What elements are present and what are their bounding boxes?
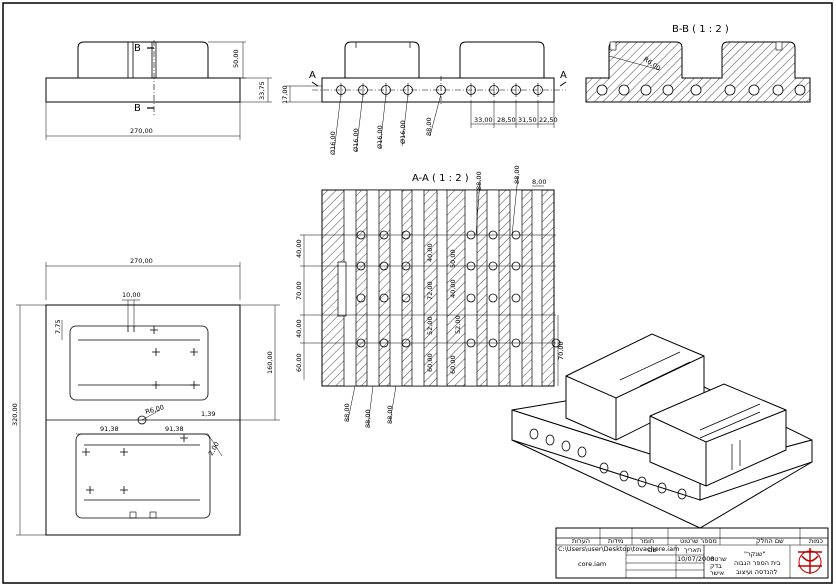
dim-aa-bottom-1: 88,00 [343,403,351,422]
dim-top-inner-height: 160,00 [266,351,274,374]
tb-role-checked: בדק [710,562,722,570]
tb-header-dimensions: מידות [608,537,623,545]
dim-spacing-3: 31,50 [518,116,537,124]
dim-aa-left-2: 70,00 [295,281,303,300]
tb-header-drawing-no: מספר שרטוט [680,537,717,545]
tb-school-line1: "שנקר" [744,550,766,558]
dim-top-radius: R6,00 [144,403,164,416]
isometric-view [511,333,813,529]
dim-spacing-4: 22,50 [539,116,558,124]
tb-school-line2: בית הספר הגבוה [734,559,781,567]
dim-aa-top-3: 8,00 [532,178,546,186]
cut-label-b-top: B [134,43,141,54]
school-logo [798,548,822,574]
dim-hole-diam-2: Ø16,00 [352,128,360,152]
cut-label-a-right: A [560,70,567,81]
dim-aa-bottom-2: 88,00 [364,409,372,428]
dim-aa-left-3: 40,00 [295,319,303,338]
section-bb: B-B ( 1 : 2 ) R6,00 [585,24,811,103]
dim-top-slot-width: 10,00 [122,291,141,299]
dim-hole-diam-4: Ø16,00 [399,120,407,144]
dim-top-half-right: 91,38 [165,425,184,433]
dim-top-corner: 2,00 [207,440,221,457]
tb-file-path: C:\Users\user\Desktop\tovachore.iam [558,545,679,553]
dim-aa-inner-4: 40,00 [449,279,457,298]
dim-hole-depth: 88,00 [425,117,433,136]
dim-aa-left-4: 60,00 [295,353,303,372]
cut-label-a-left: A [309,70,316,81]
dim-aa-inner-5: 52,00 [454,315,462,334]
dim-aa-top-2: 88,00 [513,165,521,184]
dim-top-total-width: 270,00 [130,257,153,265]
dim-hole-diam-1: Ø16,00 [329,131,337,155]
dim-hole-diam-3: Ø16,00 [376,125,384,149]
dim-aa-inner-3: 50,00 [449,249,457,268]
section-aa: A-A ( 1 : 2 ) [295,165,565,428]
tb-header-material: חומר [640,537,654,545]
dim-front-width: 270,00 [130,127,153,135]
dim-spacing-2: 28,50 [497,116,516,124]
section-aa-title: A-A ( 1 : 2 ) [412,173,469,184]
dim-aa-left-1: 40,00 [295,239,303,258]
tb-file-name: core.iam [578,560,606,568]
tb-header-qty: כמות [809,537,823,545]
tb-date-label: תאריך [684,546,701,554]
side-view: A A 17,00 Ø16,00 Ø16,00 Ø16,00 Ø16,00 88… [281,41,567,155]
dim-side-base-thk: 17,00 [281,85,289,104]
tb-name-label: שם [648,546,657,554]
tb-role-drawn: שרטט [710,555,727,563]
dim-aa-inner-8: 60,00 [449,355,457,374]
dim-aa-top-1: 88,00 [475,171,483,190]
tb-header-part-name: שם החלק [756,537,784,545]
dim-front-height-base: 33,75 [258,81,266,100]
cut-label-b-bottom: B [134,103,141,114]
dim-aa-bottom-3: 88,00 [386,405,394,424]
dim-aa-inner-7: 52,00 [426,316,434,335]
top-view: 270,00 320,00 160,00 10,00 7,75 R6,00 1,… [11,257,280,536]
dim-aa-inner-1: 40,00 [426,243,434,262]
dim-top-half-left: 91,38 [100,425,119,433]
dim-front-height-top: 50,00 [232,49,240,68]
front-view: B B 50,00 33,75 270,00 [45,40,272,140]
tb-role-approved: אישר [710,569,724,577]
dim-top-gap: 1,39 [201,410,215,418]
dim-top-slot-offset: 7,75 [54,320,62,334]
dim-aa-inner-2: 72,00 [426,281,434,300]
section-bb-title: B-B ( 1 : 2 ) [672,24,729,35]
title-block: כמות שם החלק מספר שרטוט חומר מידות הערות… [555,527,829,579]
dim-aa-right: 70,00 [557,341,565,360]
dim-aa-inner-6: 60,00 [426,353,434,372]
tb-date-value: 10/07/2008 [677,555,714,563]
dim-spacing-1: 33,00 [474,116,493,124]
tb-header-notes: הערות [572,537,590,545]
tb-school-line3: להנדסה ועיצוב [736,568,778,576]
dim-top-total-height: 320,00 [11,403,19,426]
